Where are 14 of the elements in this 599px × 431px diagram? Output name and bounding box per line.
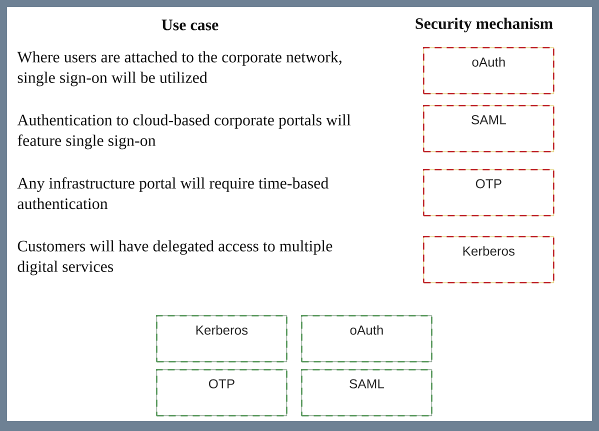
answer-box: SAML	[423, 105, 554, 152]
choice-tile: OTP	[156, 369, 288, 416]
use-case-text: Any infrastructure portal will require time-based authentication	[17, 177, 328, 210]
use-case-text: Authentication to cloud-based corporate portals will feature single sign-on	[17, 114, 351, 150]
choice-tile: oAuth	[301, 315, 432, 362]
answer-box: oAuth	[423, 47, 554, 94]
column-heading: Security mechanism	[416, 18, 553, 32]
answer-box: OTP	[423, 169, 554, 216]
use-case-text: Where users are attached to the corporate network, single sign-on will be utilized	[17, 51, 342, 86]
choice-tile: Kerberos	[156, 315, 288, 362]
use-case-text: Customers will have delegated access to multiple digital services	[18, 240, 332, 276]
column-heading: Use case	[162, 20, 218, 30]
answer-box: Kerberos	[423, 236, 554, 284]
choice-tile: SAML	[301, 369, 432, 416]
